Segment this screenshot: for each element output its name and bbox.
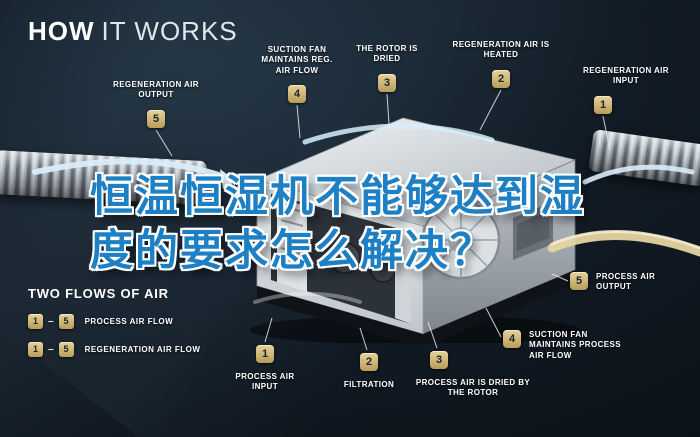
callout-label: REGENERATION AIR OUTPUT <box>113 80 199 100</box>
callout-suction-regen: SUCTION FAN MAINTAINS REG. AIR FLOW 4 <box>254 45 340 104</box>
callout-label: PROCESS AIR OUTPUT <box>596 272 656 292</box>
callout-process-output: 5 PROCESS AIR OUTPUT <box>570 272 664 293</box>
callout-regen-output: REGENERATION AIR OUTPUT 5 <box>112 80 200 128</box>
callout-label: REGENERATION AIR IS HEATED <box>452 40 550 60</box>
step-badge: 1 <box>594 95 612 114</box>
chinese-overlay-text: 恒温恒湿机不能够达到湿 度的要求怎么解决？ <box>89 170 585 278</box>
legend-label: REGENERATION AIR FLOW <box>84 345 201 354</box>
chinese-overlay-line1: 恒温恒湿机不能够达到湿 <box>89 172 585 222</box>
legend-badge-to: 5 <box>58 342 74 357</box>
legend-row-process: 1 – 5 PROCESS AIR FLOW <box>28 314 200 329</box>
step-badge: 2 <box>492 69 510 88</box>
right-air-duct <box>588 129 700 187</box>
page-title-bold: HOW <box>28 16 95 46</box>
legend-separator: – <box>48 316 54 327</box>
callout-label: SUCTION FAN MAINTAINS REG. AIR FLOW <box>261 45 333 75</box>
legend-heading: TWO FLOWS OF AIR <box>28 286 169 301</box>
callout-label: PROCESS AIR IS DRIED BY THE ROTOR <box>415 378 531 398</box>
callout-regen-heated: REGENERATION AIR IS HEATED 2 <box>452 40 550 88</box>
callout-filtration: 2 FILTRATION <box>322 352 416 390</box>
callout-label: PROCESS AIR INPUT <box>235 372 295 392</box>
callout-label: FILTRATION <box>343 380 395 389</box>
step-badge: 2 <box>360 353 378 371</box>
callout-label: REGENERATION AIR INPUT <box>583 66 669 86</box>
step-badge: 5 <box>570 272 588 290</box>
chinese-overlay-line2: 度的要求怎么解决？ <box>89 226 495 276</box>
step-badge: 5 <box>147 109 165 128</box>
callout-process-dried: 3 PROCESS AIR IS DRIED BY THE ROTOR <box>412 350 534 399</box>
legend-badge-from: 1 <box>28 342 43 357</box>
legend-separator: – <box>48 344 54 355</box>
step-badge: 1 <box>256 345 274 363</box>
legend-badge-from: 1 <box>28 314 43 329</box>
legend-row-regeneration: 1 – 5 REGENERATION AIR FLOW <box>28 342 200 357</box>
legend-label: PROCESS AIR FLOW <box>84 317 174 326</box>
step-badge: 4 <box>288 85 306 104</box>
step-badge: 3 <box>378 73 396 92</box>
callout-process-input: 1 PROCESS AIR INPUT <box>222 344 308 393</box>
step-badge: 4 <box>503 330 521 348</box>
callout-regen-input: REGENERATION AIR INPUT 1 <box>578 66 674 114</box>
air-flow-legend: TWO FLOWS OF AIR 1 – 5 PROCESS AIR FLOW … <box>28 286 200 357</box>
callout-label: THE ROTOR IS DRIED <box>356 44 418 64</box>
callout-rotor-dried: THE ROTOR IS DRIED 3 <box>348 44 426 92</box>
step-badge: 3 <box>430 351 448 369</box>
callout-label: SUCTION FAN MAINTAINS PROCESS AIR FLOW <box>529 330 621 360</box>
page-title-light: IT WORKS <box>101 16 238 46</box>
legend-badge-to: 5 <box>58 314 74 329</box>
callout-suction-process: 4 SUCTION FAN MAINTAINS PROCESS AIR FLOW <box>503 330 621 361</box>
